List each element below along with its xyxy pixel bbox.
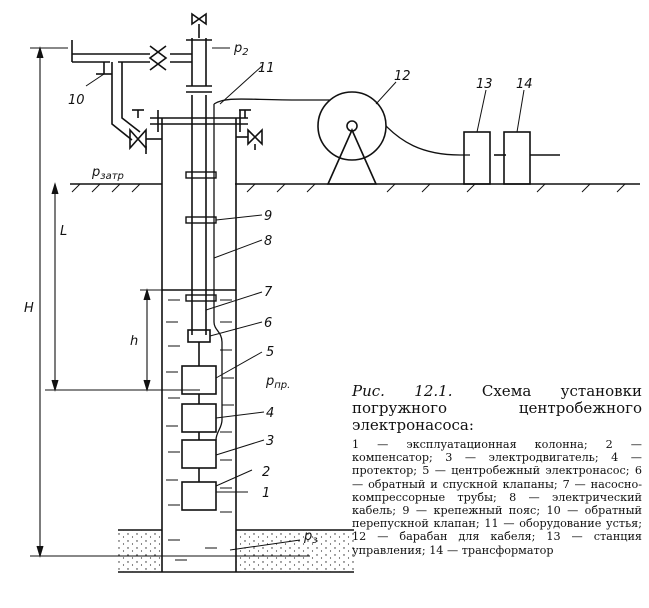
label-2: 2 (262, 465, 270, 480)
ground-surface (70, 183, 640, 193)
transformer (503, 131, 531, 185)
label-12: 12 (394, 69, 411, 84)
caption-legend: 1 — эксплуатационная колонна; 2 — компен… (352, 438, 642, 557)
dim-label-h: h (130, 334, 138, 349)
dim-label-L: L (60, 224, 67, 239)
wellhead (150, 85, 248, 132)
label-1: 1 (262, 486, 270, 501)
cable-drum (317, 91, 387, 185)
label-6: 6 (264, 316, 272, 331)
production-casing (161, 118, 237, 573)
top-manifold (71, 12, 212, 86)
label-13: 13 (476, 77, 493, 92)
power-cable (213, 98, 330, 441)
label-pzatr: pзатр (91, 165, 124, 182)
label-5: 5 (266, 345, 274, 360)
pump-assembly (181, 365, 217, 511)
control-station (463, 131, 491, 185)
caption-title: Рис. 12.1. Схема установки погружного це… (352, 383, 642, 434)
caption-title-text: Схема установки погружного центробежного… (352, 382, 642, 434)
label-p2: p2 (233, 41, 249, 58)
label-3: 3 (266, 434, 274, 449)
clamp-belts (185, 171, 217, 302)
tubing (191, 95, 207, 335)
label-14: 14 (516, 77, 533, 92)
figure-caption: Рис. 12.1. Схема установки погружного це… (352, 383, 642, 557)
fluid-level (162, 289, 236, 561)
annulus-line (111, 62, 263, 154)
label-7: 7 (264, 285, 273, 300)
formation-layer (118, 529, 354, 573)
caption-label: Рис. 12.1. (352, 382, 453, 400)
label-8: 8 (264, 234, 272, 249)
label-4: 4 (266, 406, 274, 421)
dimension-lines (30, 46, 310, 558)
label-10: 10 (68, 93, 85, 108)
label-p3: pз (303, 529, 318, 546)
drum-cable-out (385, 125, 470, 156)
dim-label-H: H (24, 301, 34, 316)
leader-lines (85, 47, 525, 551)
label-ppr: pпр. (265, 374, 290, 391)
label-11: 11 (258, 61, 275, 76)
label-9: 9 (264, 209, 272, 224)
